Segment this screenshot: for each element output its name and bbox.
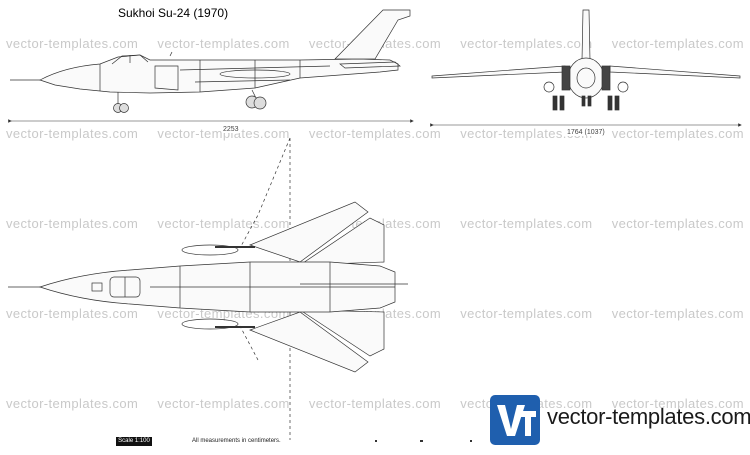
vt-logo-icon (497, 405, 536, 436)
front-right-intake (601, 65, 611, 91)
front-right-wing (609, 65, 741, 79)
front-view (431, 9, 741, 111)
side-fuselage (39, 54, 399, 94)
units-note: All measurements in centimeters. (192, 438, 281, 444)
span-dimension-label: 1764 (1037) (566, 129, 606, 136)
scale-label: Scale 1:100 (116, 437, 152, 446)
top-view (8, 137, 408, 440)
front-left-intake (561, 65, 571, 91)
footer-marks (375, 440, 472, 442)
top-upper-drop-tank (181, 244, 239, 256)
length-dimension-label: 2253 (222, 126, 240, 133)
top-lower-stabilizer (298, 309, 385, 357)
page-title: Sukhoi Su-24 (1970) (118, 6, 229, 20)
top-lower-wing (249, 311, 369, 373)
side-main-gear (245, 89, 267, 110)
side-tail-fin (334, 9, 411, 60)
logo-badge (490, 395, 540, 445)
front-tail-fin (581, 9, 591, 61)
side-nose-gear (113, 92, 129, 113)
front-fuselage (567, 57, 605, 99)
front-left-wing (431, 65, 566, 79)
side-view (10, 9, 411, 113)
logo-text: vector-templates.com (547, 404, 750, 429)
front-landing-gear (552, 95, 620, 111)
side-canopy (111, 54, 149, 65)
side-intake (154, 65, 179, 91)
top-upper-wing (249, 201, 369, 263)
top-lower-drop-tank (181, 318, 239, 330)
top-upper-stabilizer (298, 217, 385, 266)
